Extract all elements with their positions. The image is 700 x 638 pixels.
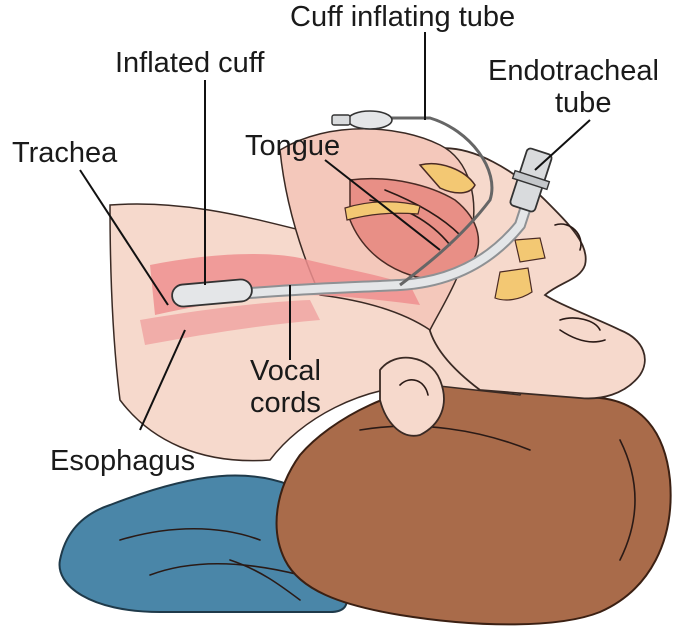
label-cords: cords xyxy=(250,387,321,419)
upper-teeth xyxy=(515,238,545,262)
label-endotracheal: Endotracheal xyxy=(488,55,659,87)
label-vocal: Vocal xyxy=(250,355,321,387)
label-cuff-inflating-tube: Cuff inflating tube xyxy=(290,1,515,33)
pilot-balloon xyxy=(348,111,392,129)
label-trachea: Trachea xyxy=(12,137,118,169)
label-endotracheal-tube: tube xyxy=(555,87,611,119)
label-tongue: Tongue xyxy=(245,130,340,162)
label-esophagus: Esophagus xyxy=(50,445,195,477)
label-inflated-cuff: Inflated cuff xyxy=(115,47,265,79)
lower-teeth xyxy=(495,268,532,300)
hair xyxy=(277,385,671,625)
